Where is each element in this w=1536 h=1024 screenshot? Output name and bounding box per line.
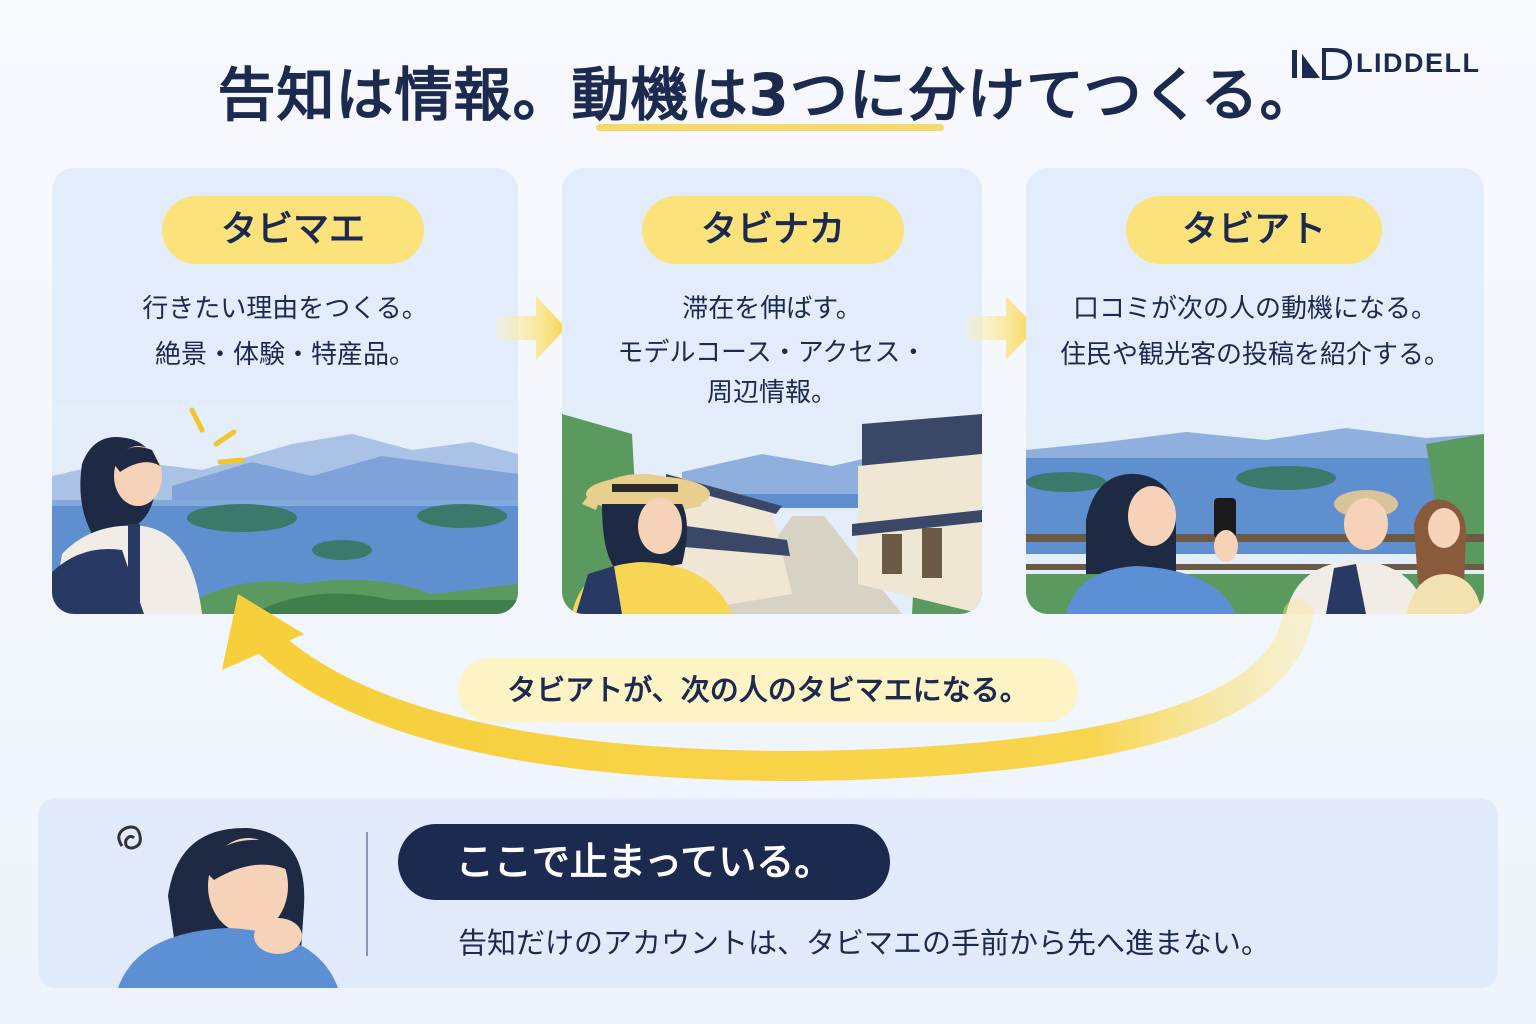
title-underline <box>596 124 944 131</box>
card-tabiato: タビアト 口コミが次の人の動機になる。 住民や観光客の投稿を紹介する。 <box>1026 168 1484 614</box>
page-title: 告知は情報。動機は3つに分けてつくる。 <box>217 61 1319 129</box>
liddell-logo-icon <box>1292 48 1353 80</box>
card-text-line: 行きたい理由をつくる。 <box>142 294 428 324</box>
traveler-woman-icon <box>52 437 202 614</box>
panel-divider <box>366 832 368 956</box>
seaside-view-illustration <box>52 404 518 614</box>
stop-headline: ここで止まっている。 <box>398 824 890 900</box>
arrow-right-icon <box>496 296 566 360</box>
sparkle-icon <box>189 407 245 465</box>
card-label-tabiato: タビアト <box>1126 196 1382 264</box>
stop-note: 告知だけのアカウントは、タビマエの手前から先へ進まない。 <box>458 926 1271 960</box>
card-tabimae: タビマエ 行きたい理由をつくる。 絶景・体験・特産品。 <box>52 168 518 614</box>
observation-deck-illustration <box>1026 424 1484 614</box>
card-text-line: 口コミが次の人の動機になる。 <box>1072 294 1437 324</box>
card-tabinaka: タビナカ 滞在を伸ばす。 モデルコース・アクセス・ 周辺情報。 <box>562 168 982 614</box>
card-text-line: モデルコース・アクセス・ <box>617 338 927 368</box>
arrow-right-icon <box>966 296 1036 360</box>
card-label-tabimae: タビマエ <box>162 196 424 264</box>
card-text-line: 滞在を伸ばす。 <box>682 294 862 324</box>
confused-scribble-icon <box>117 825 142 850</box>
card-label-tabinaka: タビナカ <box>642 196 904 264</box>
bottom-panel: ここで止まっている。 告知だけのアカウントは、タビマエの手前から先へ進まない。 <box>38 798 1498 988</box>
card-text-line: 住民や観光客の投稿を紹介する。 <box>1059 340 1450 370</box>
traveler-with-cap-icon <box>1286 490 1426 614</box>
old-town-street-illustration <box>562 414 982 614</box>
traveler-with-phone-icon <box>1066 473 1238 614</box>
brand-name: LIDDELL <box>1356 48 1481 78</box>
thinking-woman-icon <box>117 825 338 988</box>
loop-label: タビアトが、次の人のタビマエになる。 <box>458 658 1078 722</box>
card-text-line: 絶景・体験・特産品。 <box>154 340 415 370</box>
card-text-line: 周辺情報。 <box>706 378 837 408</box>
traveler-companion-icon <box>1406 499 1482 614</box>
traveler-with-hat-icon <box>572 474 732 614</box>
